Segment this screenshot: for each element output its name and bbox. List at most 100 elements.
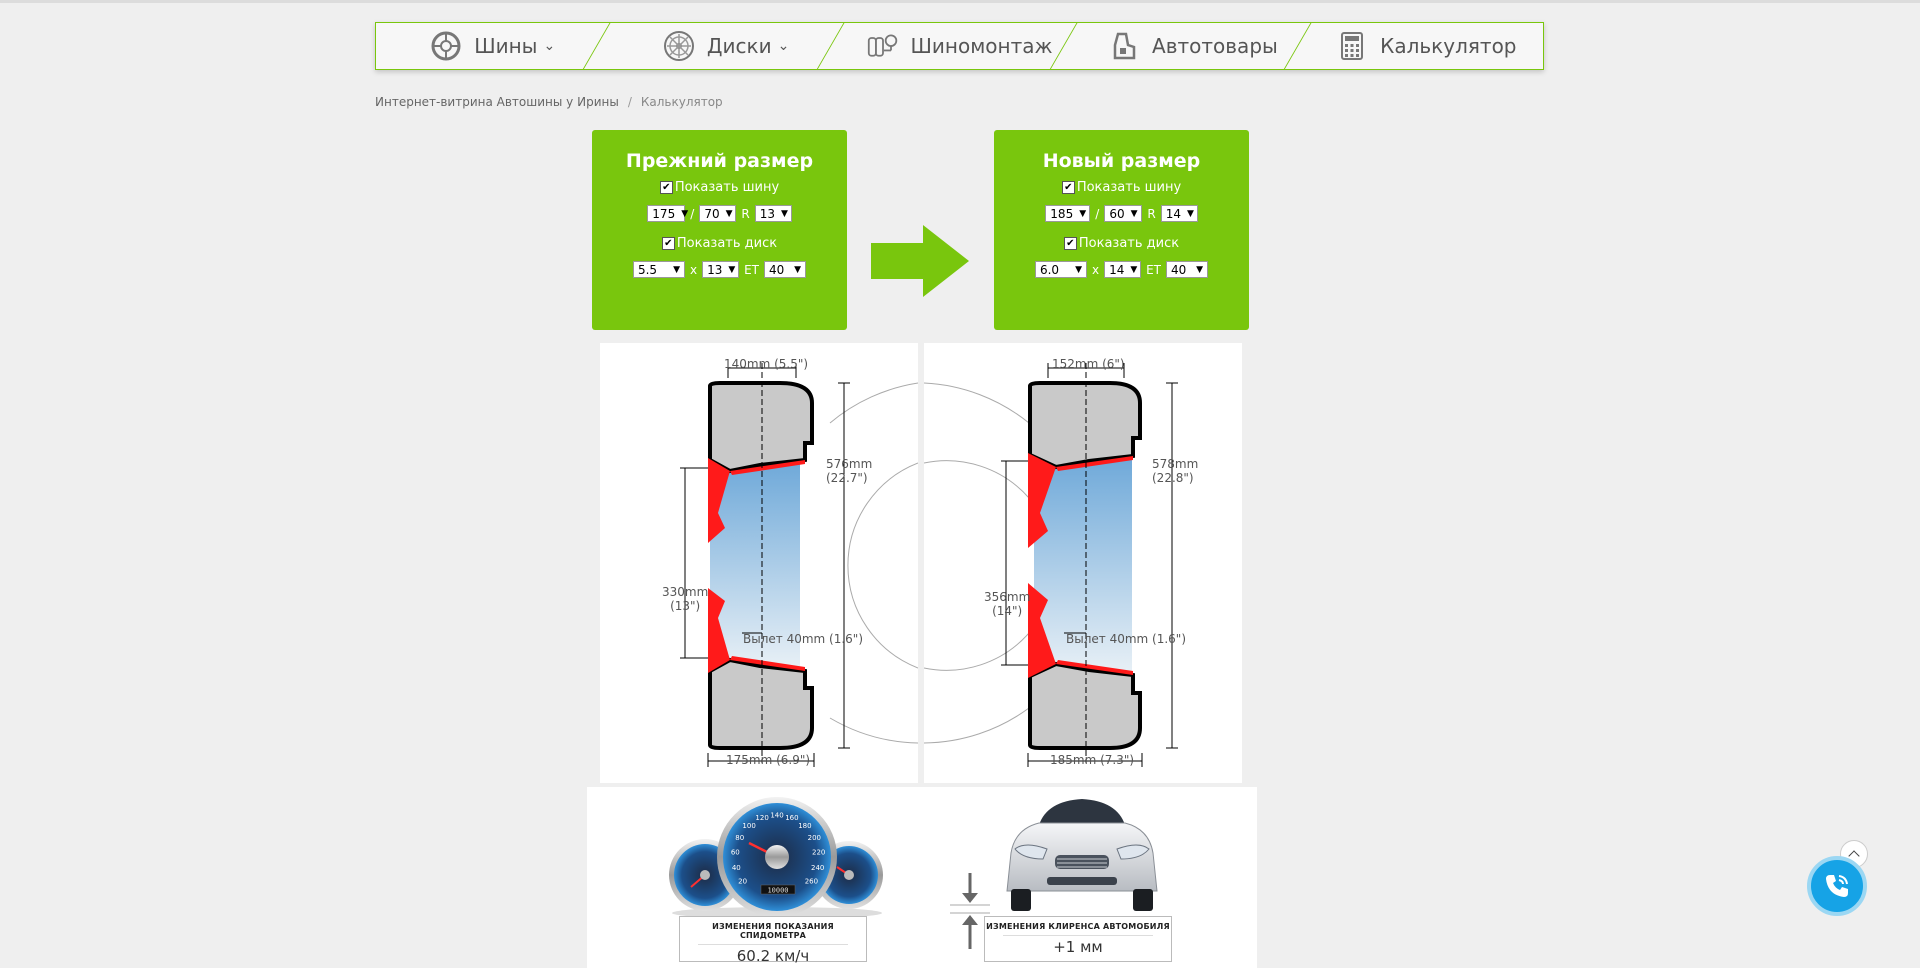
clearance-arrows-icon xyxy=(950,873,990,949)
old-size-panel: Прежний размер ✔Показать шину 175▼ / 70▼… xyxy=(592,130,847,330)
speedo-tick-label: 20 xyxy=(738,878,747,886)
new-size-diagram: 152mm (6") 578mm(22.8") 356mm(14") Вылет… xyxy=(924,343,1242,783)
rim-width-label: 140mm (5.5") xyxy=(724,357,809,371)
arrow-right-icon xyxy=(871,225,969,297)
nav-label-calculator: Калькулятор xyxy=(1380,34,1517,58)
et-label: ET xyxy=(1146,262,1162,277)
disc-offset-select[interactable]: 40▼ xyxy=(764,261,807,278)
clearance-change-value: +1 мм xyxy=(1003,935,1153,956)
breadcrumb-separator: / xyxy=(627,95,632,109)
speedo-tick-label: 180 xyxy=(798,822,811,830)
rim-width-label: 152mm (6") xyxy=(1052,357,1125,371)
dropdown-arrow-icon: ▼ xyxy=(725,208,733,219)
dropdown-arrow-icon: ▼ xyxy=(728,264,736,275)
speedo-tick-label: 80 xyxy=(735,834,744,842)
clearance-change-caption: ИЗМЕНЕНИЯ КЛИРЕНСА АВТОМОБИЛЯ xyxy=(986,922,1170,931)
odometer-readout: 10000 xyxy=(767,887,788,895)
nav-item-tires[interactable]: Шины ⌄ xyxy=(376,23,609,69)
tire-pressure-icon xyxy=(867,30,899,62)
disc-diameter-select[interactable]: 13▼ xyxy=(702,261,740,278)
dropdown-arrow-icon: ▼ xyxy=(673,264,680,275)
speedo-tick-label: 220 xyxy=(812,849,825,857)
dropdown-arrow-icon: ▼ xyxy=(1075,264,1082,275)
offset-label: Вылет 40mm (1.6") xyxy=(743,632,863,646)
speedo-tick-label: 160 xyxy=(785,814,798,822)
clearance-change-box: ИЗМЕНЕНИЯ КЛИРЕНСА АВТОМОБИЛЯ +1 мм xyxy=(984,916,1172,962)
main-nav: Шины ⌄ Диски ⌄ Шиномонтаж Автотовары Кал… xyxy=(375,22,1544,70)
speedo-tick-label: 260 xyxy=(805,878,818,886)
tire-diameter-select[interactable]: 14▼ xyxy=(1160,205,1198,222)
old-size-title: Прежний размер xyxy=(625,150,814,172)
speedo-tick-label: 140 xyxy=(770,812,783,820)
dropdown-arrow-icon: ▼ xyxy=(1079,208,1087,219)
disc-width-select[interactable]: 5.5▼ xyxy=(632,261,685,278)
breadcrumb: Интернет-витрина Автошины у Ирины / Кальку… xyxy=(375,95,723,109)
dropdown-arrow-icon: ▼ xyxy=(681,208,689,219)
nav-label-auto-goods: Автотовары xyxy=(1152,34,1278,58)
dropdown-arrow-icon: ▼ xyxy=(1130,208,1138,219)
wheel-cross-section xyxy=(680,363,918,767)
disc-diameter-select[interactable]: 14▼ xyxy=(1104,261,1142,278)
x-label: x xyxy=(689,262,698,277)
dropdown-arrow-icon: ▼ xyxy=(780,208,788,219)
disc-width-select[interactable]: 6.0▼ xyxy=(1034,261,1087,278)
car-front-image xyxy=(1006,799,1158,911)
nav-label-tires: Шины xyxy=(474,34,538,58)
rim-diameter-label: 330mm(13") xyxy=(662,585,709,613)
speedo-tick-label: 40 xyxy=(732,864,741,872)
chevron-down-icon: ⌄ xyxy=(543,38,556,54)
r-label: R xyxy=(741,206,750,221)
calculator-icon xyxy=(1336,30,1368,62)
new-size-panel: Новый размер ✔Показать шину 185▼ / 60▼ R… xyxy=(994,130,1249,330)
speedo-tick-label: 240 xyxy=(811,864,824,872)
tire-profile-select[interactable]: 70▼ xyxy=(699,205,737,222)
dropdown-arrow-icon: ▼ xyxy=(1196,264,1204,275)
dropdown-arrow-icon: ▼ xyxy=(1130,264,1138,275)
show-tire-checkbox[interactable]: ✔ xyxy=(1061,181,1075,194)
slash-label: / xyxy=(690,206,695,221)
speedometer-change-value: 60.2 км/ч xyxy=(698,944,848,965)
tire-width-label: 185mm (7.3") xyxy=(1050,753,1135,767)
slash-label: / xyxy=(1095,206,1100,221)
show-tire-checkbox[interactable]: ✔ xyxy=(659,181,673,194)
speedometer-change-caption: ИЗМЕНЕНИЯ ПОКАЗАНИЯ СПИДОМЕТРА xyxy=(712,922,834,940)
outer-diameter-label: 576mm(22.7") xyxy=(826,457,873,485)
speedo-tick-label: 120 xyxy=(755,814,768,822)
tire-icon xyxy=(430,30,462,62)
chevron-down-icon: ⌄ xyxy=(777,38,790,54)
breadcrumb-home-link[interactable]: Интернет-витрина Автошины у Ирины xyxy=(375,95,619,109)
nav-label-tire-service: Шиномонтаж xyxy=(910,34,1053,58)
phone-call-icon xyxy=(1826,875,1848,897)
disc-offset-select[interactable]: 40▼ xyxy=(1166,261,1209,278)
show-tire-label: Показать шину xyxy=(674,180,780,195)
tire-width-label: 175mm (6.9") xyxy=(726,753,811,767)
tire-width-select[interactable]: 175▼ xyxy=(647,205,689,222)
nav-item-tire-service[interactable]: Шиномонтаж xyxy=(843,23,1076,69)
outer-diameter-label: 578mm(22.8") xyxy=(1152,457,1199,485)
et-label: ET xyxy=(744,262,760,277)
show-disc-checkbox[interactable]: ✔ xyxy=(661,237,675,250)
tire-profile-select[interactable]: 60▼ xyxy=(1104,205,1143,222)
speedo-tick-label: 100 xyxy=(742,822,755,830)
old-size-diagram: 140mm (5.5") 576mm(22.7") 330mm(13") Выл… xyxy=(600,343,918,783)
breadcrumb-current: Калькулятор xyxy=(640,95,723,109)
nav-item-discs[interactable]: Диски ⌄ xyxy=(609,23,842,69)
tire-diameter-select[interactable]: 13▼ xyxy=(754,205,792,222)
nav-item-calculator[interactable]: Калькулятор xyxy=(1310,23,1543,69)
nav-label-discs: Диски xyxy=(706,34,772,58)
new-size-title: Новый размер xyxy=(1042,150,1201,172)
show-disc-label: Показать диск xyxy=(676,236,778,251)
show-disc-checkbox[interactable]: ✔ xyxy=(1063,237,1077,250)
r-label: R xyxy=(1147,206,1156,221)
speedo-tick-label: 60 xyxy=(731,849,740,857)
nav-item-auto-goods[interactable]: Автотовары xyxy=(1076,23,1309,69)
call-button[interactable] xyxy=(1807,856,1867,916)
car-seat-icon xyxy=(1108,30,1140,62)
tire-width-select[interactable]: 185▼ xyxy=(1045,205,1091,222)
wheel-rim-icon xyxy=(663,30,695,62)
dropdown-arrow-icon: ▼ xyxy=(1186,208,1194,219)
speedometer-change-box: ИЗМЕНЕНИЯ ПОКАЗАНИЯ СПИДОМЕТРА 60.2 км/ч xyxy=(679,916,867,965)
